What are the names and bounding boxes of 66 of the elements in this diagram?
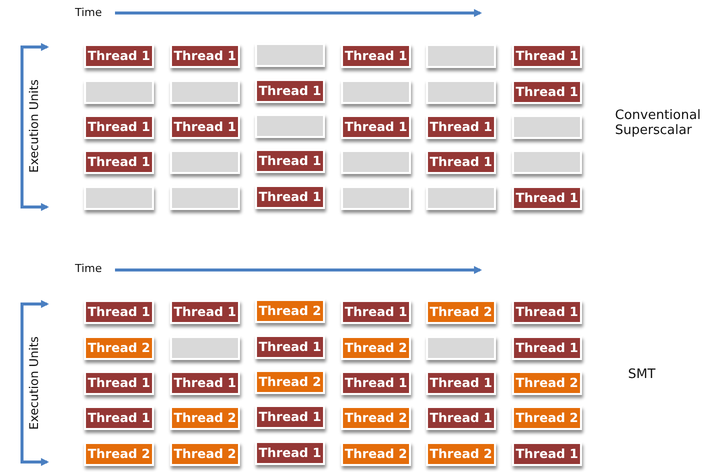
axis-label: Time	[75, 6, 102, 19]
axis-label: Execution Units	[27, 79, 41, 173]
thread-cell: Thread 1	[170, 371, 240, 395]
thread-cell: Thread 2	[512, 371, 582, 395]
empty-slot	[426, 336, 496, 360]
thread-cell: Thread 1	[341, 371, 411, 395]
empty-slot	[341, 150, 411, 174]
thread-cell: Thread 1	[255, 405, 325, 429]
thread-cell: Thread 1	[426, 406, 496, 430]
thread-cell: Thread 1	[84, 300, 154, 324]
thread-cell: Thread 1	[255, 441, 325, 465]
thread-cell: Thread 1	[512, 80, 582, 104]
thread-cell: Thread 1	[255, 185, 325, 209]
empty-slot	[84, 80, 154, 104]
thread-cell: Thread 1	[84, 115, 154, 139]
thread-cell: Thread 2	[341, 406, 411, 430]
empty-slot	[84, 186, 154, 210]
section-title: Conventional Superscalar	[615, 108, 702, 138]
thread-cell: Thread 1	[84, 371, 154, 395]
thread-cell: Thread 1	[170, 300, 240, 324]
thread-cell: Thread 2	[426, 300, 496, 324]
thread-cell: Thread 1	[84, 44, 154, 68]
thread-cell: Thread 2	[341, 336, 411, 360]
thread-cell: Thread 1	[84, 150, 154, 174]
thread-cell: Thread 2	[255, 370, 325, 394]
thread-cell: Thread 1	[512, 300, 582, 324]
empty-slot	[170, 336, 240, 360]
thread-cell: Thread 1	[426, 115, 496, 139]
axis-label: Time	[75, 262, 102, 275]
thread-cell: Thread 1	[426, 150, 496, 174]
empty-slot	[170, 80, 240, 104]
thread-cell: Thread 2	[512, 406, 582, 430]
empty-slot	[341, 80, 411, 104]
thread-cell: Thread 1	[512, 44, 582, 68]
empty-slot	[426, 80, 496, 104]
empty-slot	[255, 43, 325, 67]
thread-cell: Thread 1	[341, 44, 411, 68]
thread-cell: Thread 1	[84, 406, 154, 430]
thread-cell: Thread 1	[255, 79, 325, 103]
empty-slot	[255, 114, 325, 138]
thread-cell: Thread 1	[170, 44, 240, 68]
thread-cell: Thread 1	[512, 442, 582, 466]
thread-cell: Thread 1	[512, 336, 582, 360]
empty-slot	[170, 186, 240, 210]
empty-slot	[512, 115, 582, 139]
thread-cell: Thread 1	[170, 115, 240, 139]
empty-slot	[426, 44, 496, 68]
thread-cell: Thread 1	[426, 371, 496, 395]
thread-cell: Thread 1	[341, 300, 411, 324]
thread-cell: Thread 1	[341, 115, 411, 139]
empty-slot	[512, 150, 582, 174]
thread-cell: Thread 2	[84, 336, 154, 360]
thread-cell: Thread 1	[255, 335, 325, 359]
thread-cell: Thread 2	[170, 442, 240, 466]
thread-cell: Thread 2	[255, 299, 325, 323]
thread-cell: Thread 2	[341, 442, 411, 466]
thread-cell: Thread 2	[84, 442, 154, 466]
axis-label: Execution Units	[27, 336, 41, 430]
thread-cell: Thread 2	[426, 442, 496, 466]
empty-slot	[341, 186, 411, 210]
thread-cell: Thread 1	[512, 186, 582, 210]
thread-cell: Thread 1	[255, 149, 325, 173]
empty-slot	[426, 186, 496, 210]
empty-slot	[170, 150, 240, 174]
thread-cell: Thread 2	[170, 406, 240, 430]
section-title: SMT	[628, 367, 656, 382]
